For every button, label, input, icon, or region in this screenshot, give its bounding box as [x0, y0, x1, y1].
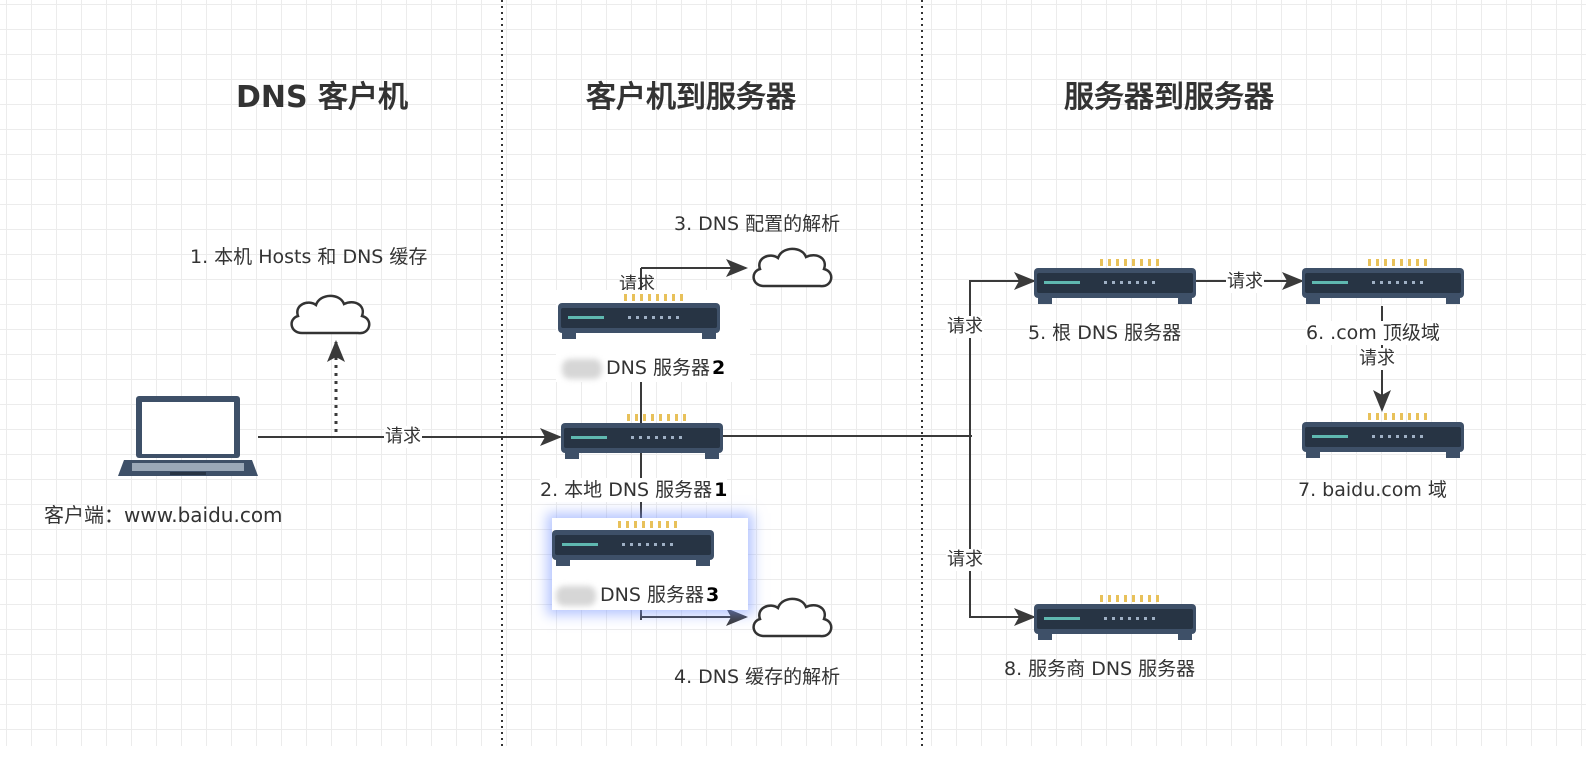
blurred-text	[556, 585, 596, 606]
edge-to-root-dns	[969, 272, 1036, 436]
edge-label-request-client: 请求	[384, 426, 422, 448]
edge-label-request-root: 请求	[946, 316, 984, 338]
step4-label: 4. DNS 缓存的解析	[674, 666, 841, 688]
edge-to-provider-dns	[969, 436, 1036, 626]
server-icon-card3	[552, 518, 714, 568]
step5-label: 5. 根 DNS 服务器	[1028, 322, 1182, 344]
edge-label-request-baidu: 请求	[1358, 348, 1396, 370]
step6-label: 6. .com 顶级域	[1306, 321, 1440, 345]
edge-label-request-config: 请求	[619, 274, 655, 295]
heading-dns-client: DNS 客户机	[236, 80, 409, 115]
root-dns-server-icon	[1034, 256, 1196, 306]
provider-dns-server-icon	[1034, 592, 1196, 642]
step7-label: 7. baidu.com 域	[1298, 479, 1447, 501]
step1-label: 1. 本机 Hosts 和 DNS 缓存	[190, 246, 428, 268]
step8-label: 8. 服务商 DNS 服务器	[1004, 658, 1196, 680]
config-cloud-icon	[746, 242, 838, 294]
baidu-domain-server-icon	[1302, 410, 1464, 460]
com-tld-server-icon	[1302, 256, 1464, 306]
edge-label-request-com: 请求	[1226, 271, 1264, 293]
heading-client-to-server: 客户机到服务器	[586, 80, 796, 115]
edge-label-request-provider: 请求	[946, 549, 984, 571]
heading-server-to-server: 服务器到服务器	[1064, 80, 1274, 115]
step3-label: 3. DNS 配置的解析	[674, 213, 841, 235]
laptop-icon	[118, 394, 258, 480]
local-dns-server-icon	[561, 411, 723, 461]
client-label: 客户端：www.baidu.com	[44, 503, 283, 527]
cache-cloud-icon	[746, 592, 838, 644]
server-icon-card2	[558, 291, 720, 341]
hosts-cache-cloud-icon	[284, 289, 376, 341]
blurred-text	[562, 358, 602, 379]
